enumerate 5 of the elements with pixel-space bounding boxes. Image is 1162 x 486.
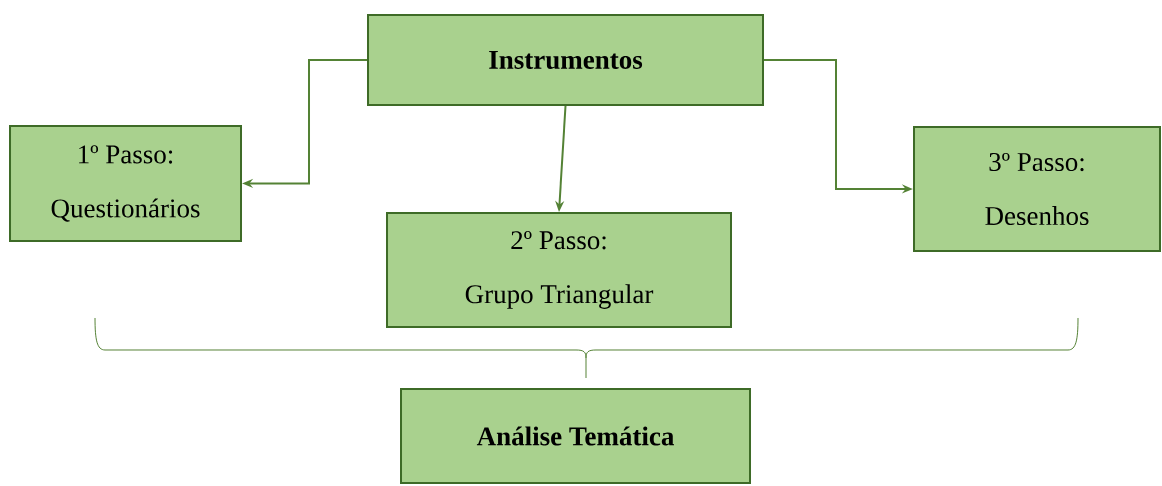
process-box: 1º Passo: Questionários (9, 125, 242, 242)
process-box: Análise Temática (400, 388, 751, 484)
process-box: Instrumentos (367, 14, 764, 106)
process-box: 3º Passo: Desenhos (913, 126, 1161, 252)
process-box: 2º Passo: Grupo Triangular (386, 212, 732, 328)
